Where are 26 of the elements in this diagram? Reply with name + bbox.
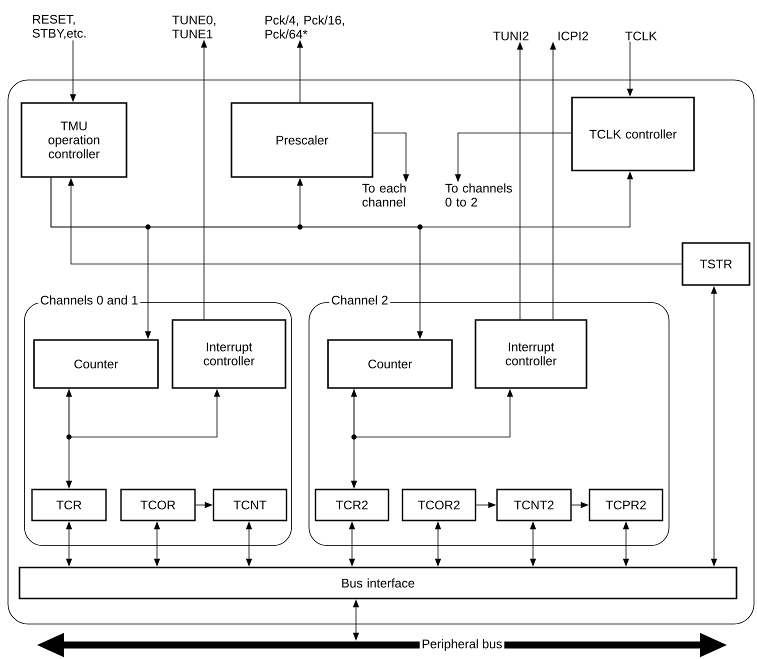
register-box: TCNT [212,488,288,522]
node-label: Peripheral bus [422,639,502,651]
module-frame [8,80,754,624]
register-box: TCOR [120,488,196,522]
output-note: To channels 0 to 2 [445,183,512,207]
block-box: Prescaler [230,102,374,178]
block-box: Counter [327,339,453,389]
register-box: TCR2 [314,488,390,522]
signal-label: Pck/4, Pck/16, Pck/64* [266,15,344,39]
block-box: Interrupt controller [172,319,286,389]
output-note: To each channel [362,183,406,207]
signal-label: ICPI2 [558,32,588,40]
register-box: TCPR2 [588,488,664,522]
bus-interface-box: Bus interface [18,566,738,600]
signal-label: TUNE0, TUNE1 [172,16,216,38]
register-box: TCR [31,488,107,522]
block-box: TMU operation controller [20,102,128,178]
block-box: TCLK controller [571,96,695,172]
register-box: TCNT2 [496,488,572,522]
signal-label: TUNI2 [493,32,528,40]
block-box: Counter [33,339,159,389]
register-box: TSTR [682,242,750,286]
block-box: Interrupt controller [474,319,588,389]
signal-label: TCLK [625,32,657,40]
signal-label: RESET, STBY,etc. [32,14,86,40]
register-box: TCOR2 [402,488,476,522]
